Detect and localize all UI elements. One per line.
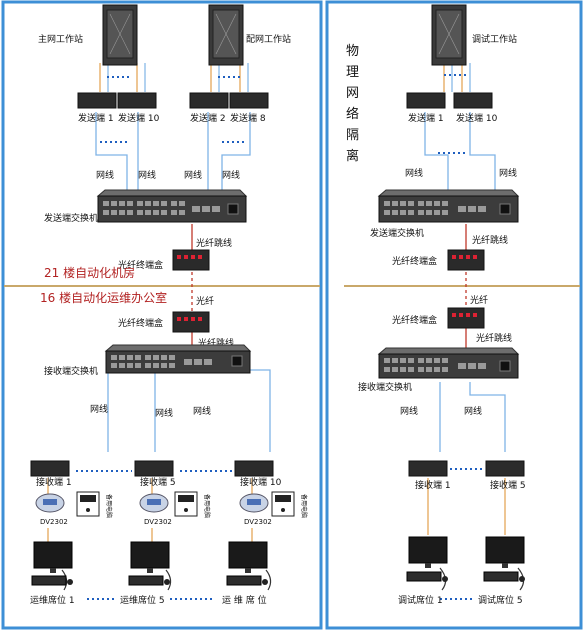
- isolation-char-4: 络: [346, 106, 359, 122]
- left-kvm-label-1: DV2302: [40, 518, 68, 526]
- left-term-box-bottom: [172, 311, 210, 333]
- right-sender-label-10: 发送端 10: [456, 112, 498, 124]
- right-fiber-label: 光纤: [470, 294, 488, 306]
- right-sender-boxes: [406, 92, 493, 109]
- right-seat-stations: [406, 536, 525, 582]
- right-seat-label-5: 调试席位 5: [478, 594, 523, 606]
- right-receiver-label-1: 接收端 1: [415, 479, 451, 491]
- isolation-char-5: 隔: [346, 128, 359, 143]
- right-cable-label-2: 网线: [499, 167, 517, 179]
- right-term-box-top-label: 光纤终端盒: [392, 255, 437, 267]
- left-recv-cable-label-3: 网线: [193, 405, 211, 417]
- right-cable-label-1: 网线: [405, 167, 423, 179]
- left-pc-tag-2: 备用电脑: [203, 494, 211, 518]
- right-send-switch-label: 发送端交换机: [370, 227, 424, 239]
- left-cable-label-2: 网线: [138, 169, 156, 181]
- left-seat-label-10: 运 维 席 位: [222, 594, 267, 606]
- floor-top-label: 21 楼自动化机房: [44, 265, 135, 280]
- left-seat-stations: [31, 541, 268, 586]
- left-network-cables: [95, 112, 271, 452]
- left-kvm-label-3: DV2302: [244, 518, 272, 526]
- left-sender-boxes: [77, 92, 269, 109]
- left-patch-label-top: 光纤跳线: [196, 237, 232, 249]
- isolation-char-1: 物: [346, 44, 359, 59]
- left-recv-cable-label-2: 网线: [155, 407, 173, 419]
- right-send-switch: [377, 189, 520, 223]
- isolation-char-2: 理: [346, 65, 359, 80]
- left-term-box-top: [172, 249, 210, 271]
- right-recv-switch-label: 接收端交换机: [358, 381, 412, 393]
- left-receiver-boxes: [30, 460, 274, 477]
- right-receiver-boxes: [408, 460, 525, 477]
- right-workstation-label: 调试工作站: [472, 33, 517, 45]
- left-backup-pcs: [76, 491, 295, 517]
- right-workstation: [431, 4, 467, 66]
- left-term-box-bottom-label: 光纤终端盒: [118, 317, 163, 329]
- left-sender-label-1: 发送端 1: [78, 112, 114, 124]
- left-pc-tag-1: 备用电脑: [105, 494, 113, 518]
- left-cable-label-1: 网线: [96, 169, 114, 181]
- left-kvm-label-2: DV2302: [144, 518, 172, 526]
- left-receiver-label-10: 接收端 10: [240, 476, 282, 488]
- right-term-box-top: [447, 249, 485, 271]
- left-workstation-main: [102, 4, 138, 66]
- left-cable-label-4: 网线: [222, 169, 240, 181]
- right-sender-label-1: 发送端 1: [408, 112, 444, 124]
- left-receiver-label-5: 接收端 5: [140, 476, 176, 488]
- left-recv-switch-label: 接收端交换机: [44, 365, 98, 377]
- left-pc-tag-3: 备用电脑: [300, 494, 308, 518]
- floor-bottom-label: 16 楼自动化运维办公室: [40, 290, 167, 305]
- left-sender-label-2: 发送端 2: [190, 112, 226, 124]
- left-sender-label-8: 发送端 8: [230, 112, 266, 124]
- left-receiver-label-1: 接收端 1: [36, 476, 72, 488]
- left-send-switch-label: 发送端交换机: [44, 212, 98, 224]
- left-usb-cables: [47, 63, 272, 591]
- right-recv-switch: [377, 347, 520, 379]
- right-recv-cable-label-1: 网线: [400, 405, 418, 417]
- right-seat-label-1: 调试席位 1: [398, 594, 443, 606]
- isolation-char-6: 离: [346, 148, 359, 164]
- left-term-box-top-label: 光纤终端盒: [118, 259, 163, 271]
- left-cable-label-3: 网线: [184, 169, 202, 181]
- left-sender-label-10: 发送端 10: [118, 112, 160, 124]
- left-workstation-dist: [208, 4, 244, 66]
- left-send-switch: [96, 189, 248, 223]
- left-workstation-label-main: 主网工作站: [38, 33, 83, 45]
- right-dot-lines: [438, 74, 483, 600]
- right-term-box-bottom: [447, 307, 485, 329]
- left-seat-label-5: 运维席位 5: [120, 594, 165, 606]
- left-dot-lines: [76, 76, 247, 600]
- left-recv-cable-label-1: 网线: [90, 403, 108, 415]
- left-seat-label-1: 运维席位 1: [30, 594, 75, 606]
- right-frame: [325, 0, 583, 630]
- left-frame: [1, 0, 323, 630]
- right-recv-cable-label-2: 网线: [464, 405, 482, 417]
- right-receiver-label-5: 接收端 5: [490, 479, 526, 491]
- left-kvm-devices: [35, 493, 269, 513]
- left-recv-switch: [104, 344, 252, 374]
- left-workstation-label-dist: 配网工作站: [246, 33, 291, 45]
- right-patch-label-bottom: 光纤跳线: [476, 332, 512, 344]
- isolation-char-3: 网: [346, 86, 359, 101]
- right-term-box-bottom-label: 光纤终端盒: [392, 314, 437, 326]
- right-network-cables: [424, 112, 506, 452]
- left-fiber-label: 光纤: [196, 295, 214, 307]
- right-patch-label-top: 光纤跳线: [472, 234, 508, 246]
